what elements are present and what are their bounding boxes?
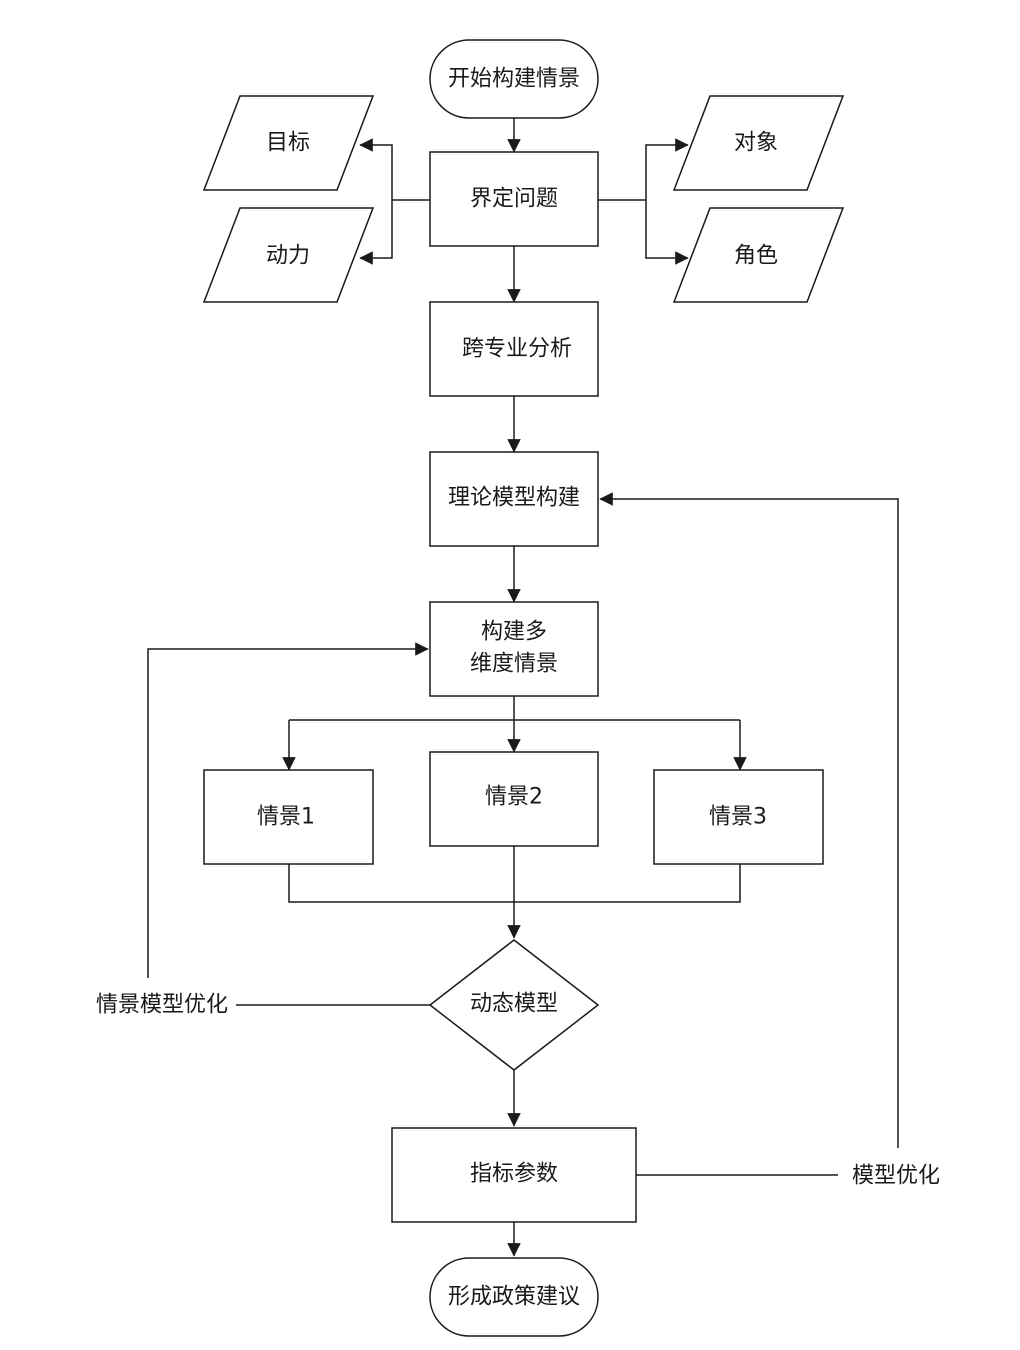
node-end-label: 形成政策建议 bbox=[448, 1285, 580, 1310]
node-start-label: 开始构建情景 bbox=[448, 67, 580, 92]
edge-model-opt-theory bbox=[599, 492, 899, 1148]
node-role: 角色 bbox=[672, 207, 845, 303]
node-role-label: 角色 bbox=[734, 244, 778, 269]
node-multi: 构建多 维度情景 bbox=[429, 601, 599, 697]
node-end: 形成政策建议 bbox=[429, 1257, 599, 1337]
node-theory: 理论模型构建 bbox=[429, 451, 599, 547]
node-goal: 目标 bbox=[202, 95, 375, 191]
node-scenario-1: 情景1 bbox=[203, 769, 374, 865]
edge-define-object bbox=[645, 138, 689, 200]
edge-multi-trunk bbox=[289, 696, 740, 721]
node-start: 开始构建情景 bbox=[429, 39, 599, 119]
node-multi-label-line1: 构建多 bbox=[481, 620, 547, 645]
edge-scenario-opt-multi bbox=[147, 642, 429, 978]
feedback-model-opt-label: 模型优化 bbox=[852, 1164, 940, 1189]
node-dynamic: 动态模型 bbox=[428, 939, 600, 1071]
node-cross: 跨专业分析 bbox=[429, 301, 599, 397]
node-scenario-1-label: 情景1 bbox=[257, 805, 315, 830]
edge-define-driver bbox=[359, 200, 393, 265]
node-define-label: 界定问题 bbox=[470, 187, 558, 212]
node-scenario-3: 情景3 bbox=[653, 769, 824, 865]
node-goal-label: 目标 bbox=[266, 131, 310, 156]
node-object: 对象 bbox=[672, 95, 845, 191]
node-index-label: 指标参数 bbox=[470, 1162, 558, 1187]
edge-define-role bbox=[645, 200, 689, 265]
node-cross-label: 跨专业分析 bbox=[462, 337, 572, 362]
node-scenario-2: 情景2 bbox=[429, 751, 599, 847]
node-scenario-2-label: 情景2 bbox=[485, 785, 543, 810]
edge-define-goal bbox=[359, 138, 393, 200]
node-object-label: 对象 bbox=[734, 131, 778, 156]
node-theory-label: 理论模型构建 bbox=[448, 486, 580, 511]
node-scenario-3-label: 情景3 bbox=[709, 805, 767, 830]
node-driver: 动力 bbox=[202, 207, 375, 303]
node-multi-label-line2: 维度情景 bbox=[470, 652, 558, 677]
node-define: 界定问题 bbox=[429, 151, 599, 247]
node-driver-label: 动力 bbox=[266, 244, 310, 269]
node-index: 指标参数 bbox=[391, 1127, 637, 1223]
feedback-scenario-opt-label: 情景模型优化 bbox=[96, 993, 228, 1018]
node-dynamic-label: 动态模型 bbox=[470, 992, 558, 1017]
